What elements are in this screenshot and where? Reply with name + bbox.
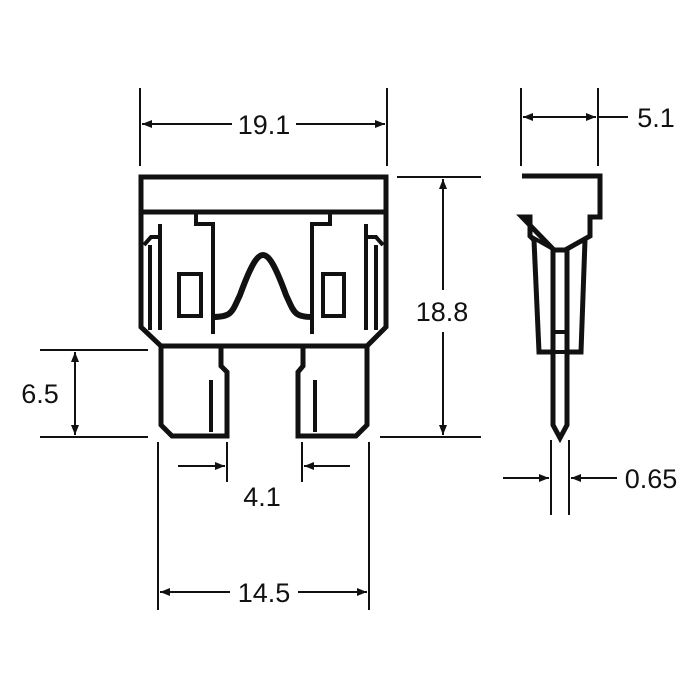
right-blade [295, 342, 370, 439]
left-terminal-outline [194, 212, 215, 334]
left-blade [158, 342, 230, 439]
left-window [177, 272, 203, 318]
dimension-blade-length: 6.5 [21, 349, 148, 438]
right-window [321, 272, 346, 318]
fuse-front-view [138, 174, 389, 439]
left-edge-detail [142, 224, 162, 330]
dimension-overall-width: 19.1 [139, 88, 388, 166]
dim-label-14-5: 14.5 [238, 578, 291, 608]
dim-label-6-5: 6.5 [21, 379, 59, 409]
fuse-top-cap [138, 174, 389, 215]
dimension-blade-span: 14.5 [157, 442, 370, 610]
right-edge-detail [364, 224, 385, 330]
side-body-details [529, 234, 591, 354]
fuse-side-view [516, 173, 603, 444]
dim-label-19-1: 19.1 [238, 110, 291, 140]
right-terminal-outline [310, 212, 332, 334]
dimension-thickness: 5.1 [520, 88, 675, 166]
dimension-blade-gap: 4.1 [178, 442, 350, 512]
dim-label-0-65: 0.65 [625, 464, 678, 494]
blade-detail-lines [209, 380, 317, 432]
dim-label-4-1: 4.1 [243, 482, 281, 512]
dimension-blade-thickness: 0.65 [503, 440, 677, 515]
dim-label-5-1: 5.1 [637, 103, 675, 133]
dim-label-18-8: 18.8 [416, 297, 469, 327]
fuse-element [212, 251, 313, 320]
dimension-height: 18.8 [380, 176, 481, 438]
